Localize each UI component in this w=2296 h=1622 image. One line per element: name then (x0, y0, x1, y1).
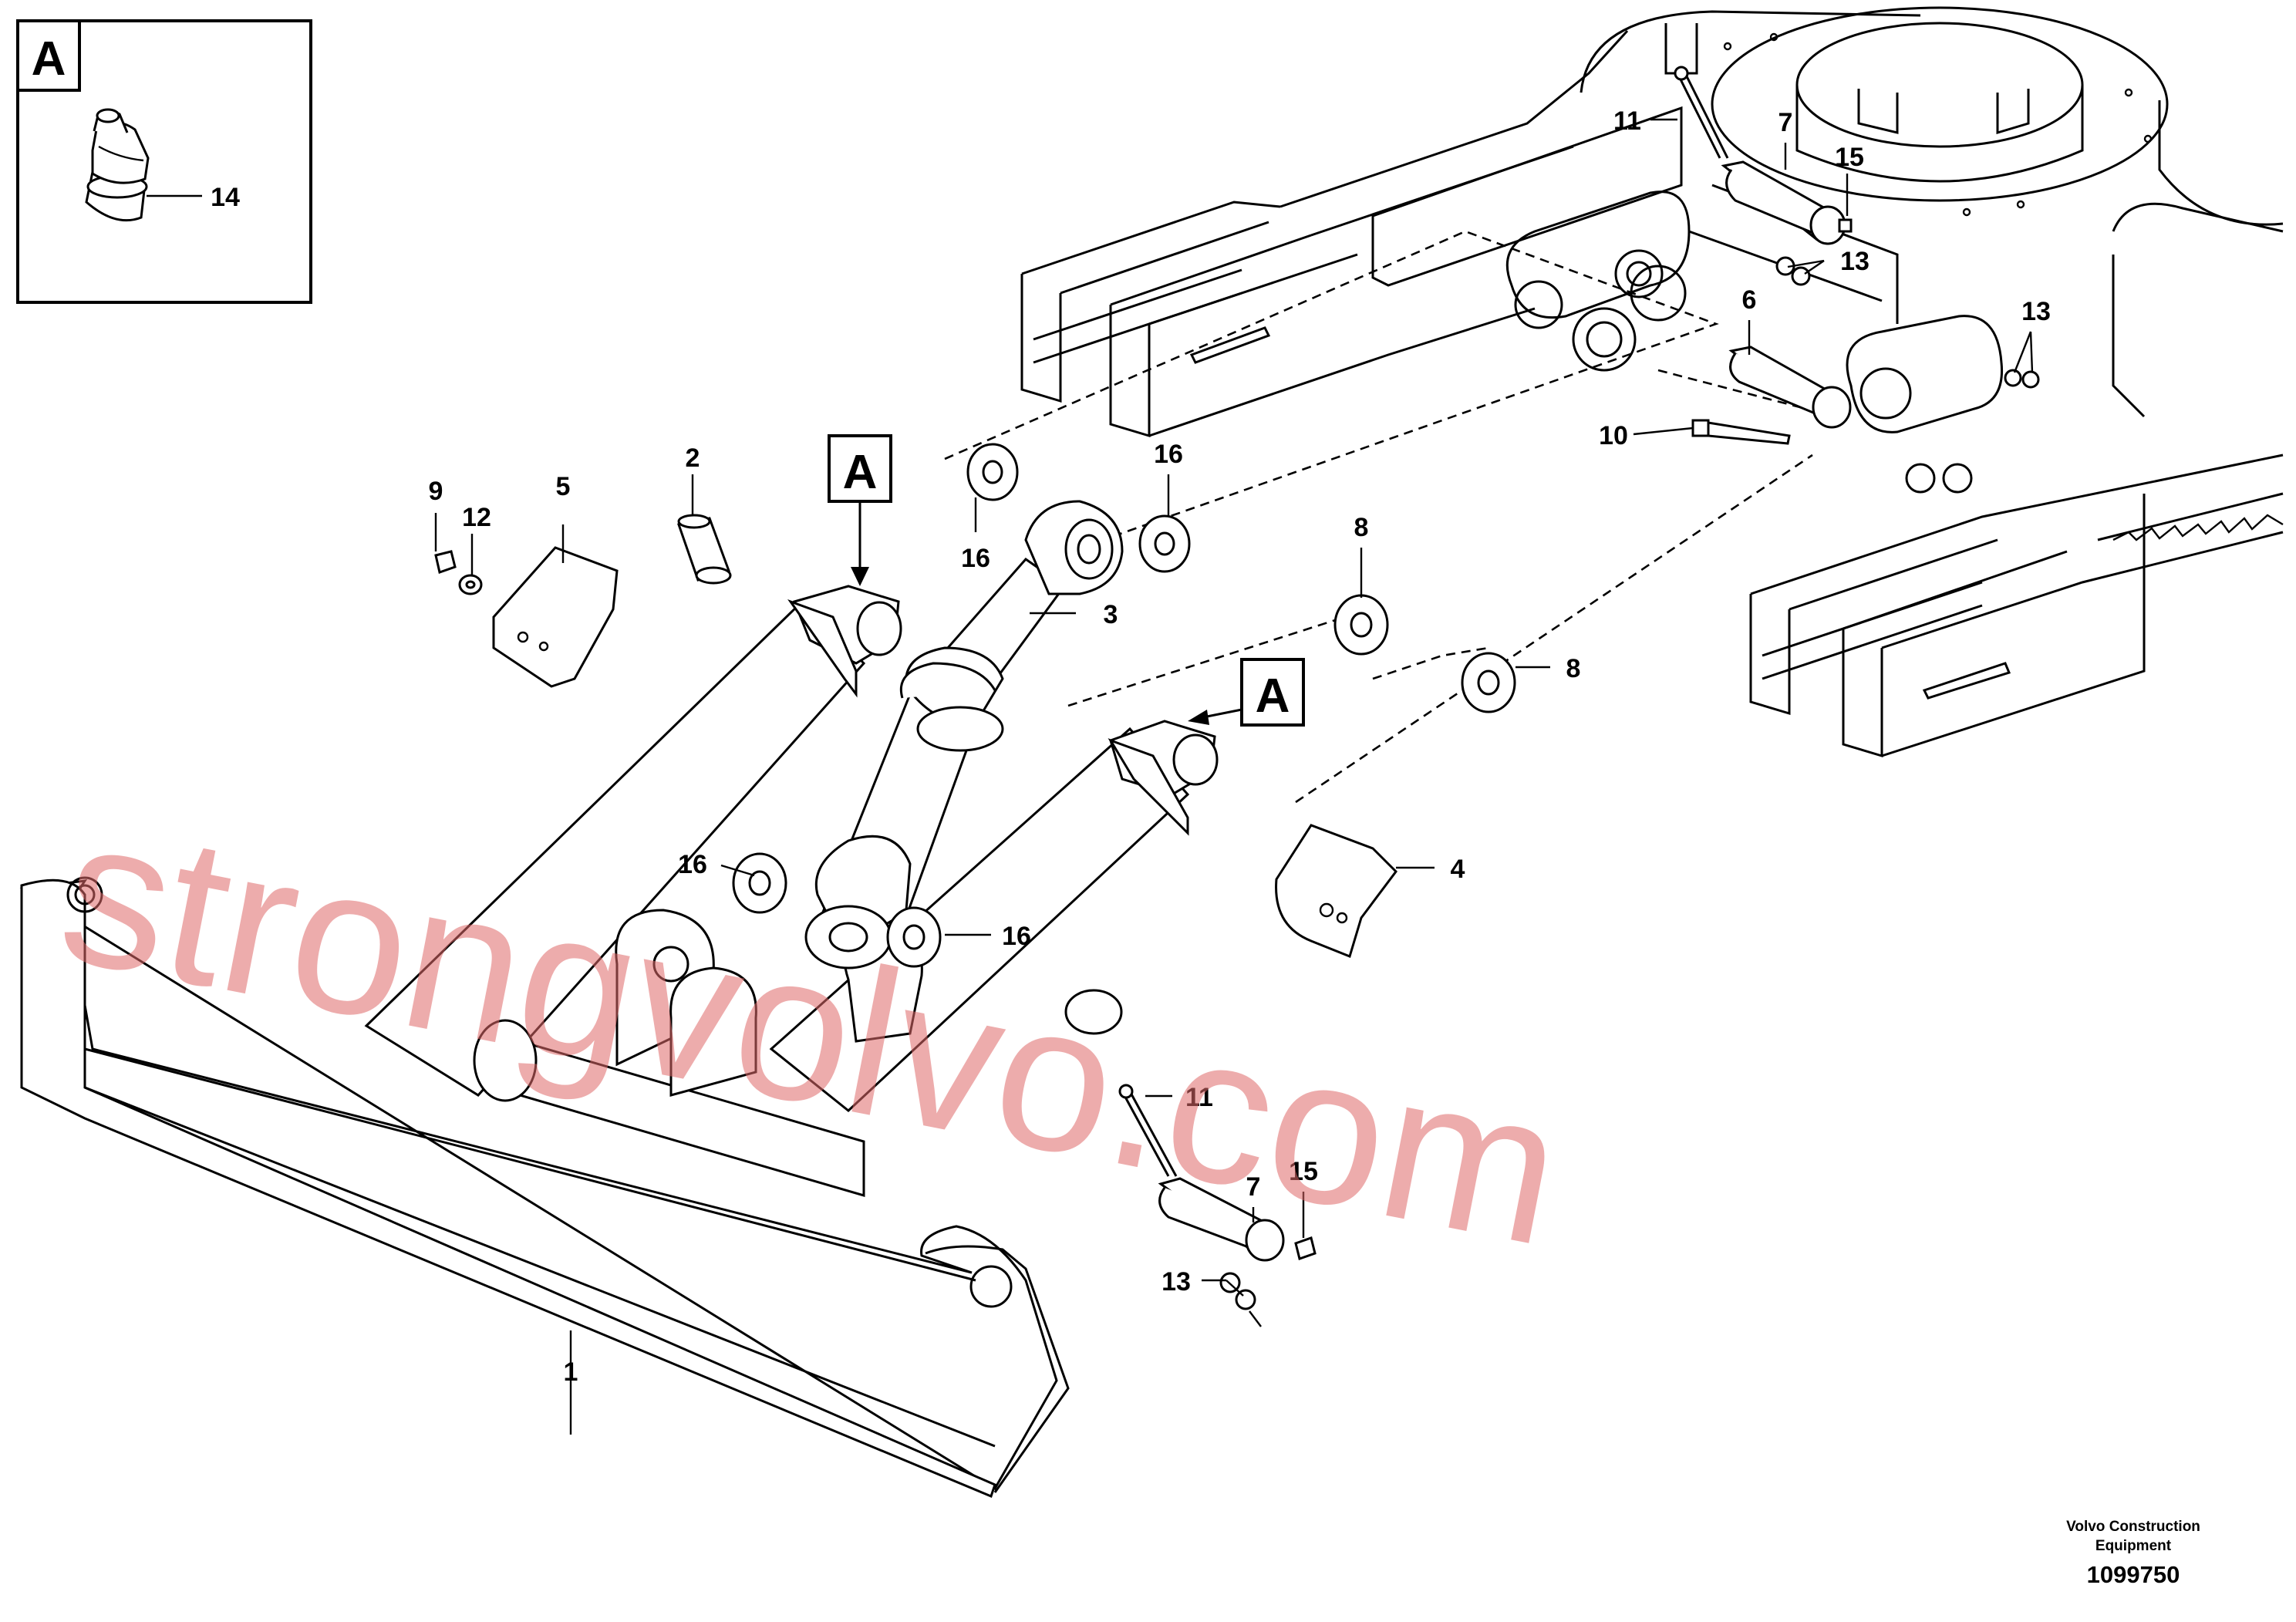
part-label-1: 1 (564, 1357, 578, 1387)
detail-box-label: A (32, 32, 66, 86)
part-label-11-upper: 11 (1613, 106, 1641, 136)
callout-box-a-upper: A (828, 434, 892, 586)
part-label-14: 14 (211, 183, 240, 212)
part-label-7-upper: 7 (1778, 108, 1793, 137)
assembly-line-right (1295, 454, 1813, 804)
part-label-8-lower: 8 (1566, 654, 1581, 683)
part-label-10: 10 (1599, 421, 1628, 450)
part-label-15-lower: 15 (1289, 1157, 1318, 1186)
part-label-13-upper: 13 (1840, 247, 1870, 276)
part-labels: 1 2 3 4 5 6 7 7 8 8 9 10 11 11 12 13 13 … (429, 106, 2051, 1387)
assembly-line-upper (944, 230, 1719, 541)
part-label-16-b: 16 (1154, 440, 1183, 469)
part-label-3: 3 (1104, 600, 1118, 629)
svg-text:A: A (843, 446, 878, 499)
part-label-4: 4 (1451, 855, 1465, 884)
assembly-line-lower (1372, 646, 1489, 680)
credit-line-1: Volvo Construction (2066, 1519, 2200, 1535)
grease-nipple-illustration (85, 108, 150, 222)
part-label-9: 9 (429, 477, 443, 506)
guard-plate-5 (492, 546, 619, 688)
part-label-15-upper: 15 (1835, 143, 1864, 172)
credit-line-2: Equipment (2095, 1538, 2172, 1554)
part-label-13-lower: 13 (1161, 1267, 1191, 1297)
svg-text:A: A (1256, 669, 1290, 723)
credit-block: Volvo Construction Equipment 1099750 (2066, 1519, 2200, 1588)
part-label-5: 5 (556, 472, 571, 501)
guard-plate-4 (1275, 824, 1397, 959)
leader-lines (434, 118, 2034, 1435)
part-label-2: 2 (686, 443, 700, 473)
part-label-6: 6 (1742, 285, 1757, 315)
callout-box-a-lower: A (1188, 658, 1305, 727)
part-label-16-c: 16 (678, 850, 707, 879)
assembly-line-middle (1067, 608, 1370, 707)
part-label-16-a: 16 (961, 544, 990, 573)
dozer-blade-assembly (19, 585, 1219, 1499)
reference-number: 1099750 (2087, 1561, 2180, 1588)
part-label-12: 12 (462, 503, 491, 532)
part-label-16-d: 16 (1002, 922, 1031, 951)
detail-box-a: A 14 (16, 19, 312, 304)
loose-parts (434, 66, 2040, 1327)
part-label-11-lower: 11 (1185, 1083, 1213, 1112)
dozer-cylinder (804, 500, 1124, 969)
part-label-13-right: 13 (2021, 297, 2051, 326)
part-label-8-upper: 8 (1354, 513, 1369, 542)
part-label-7-lower: 7 (1246, 1172, 1261, 1202)
